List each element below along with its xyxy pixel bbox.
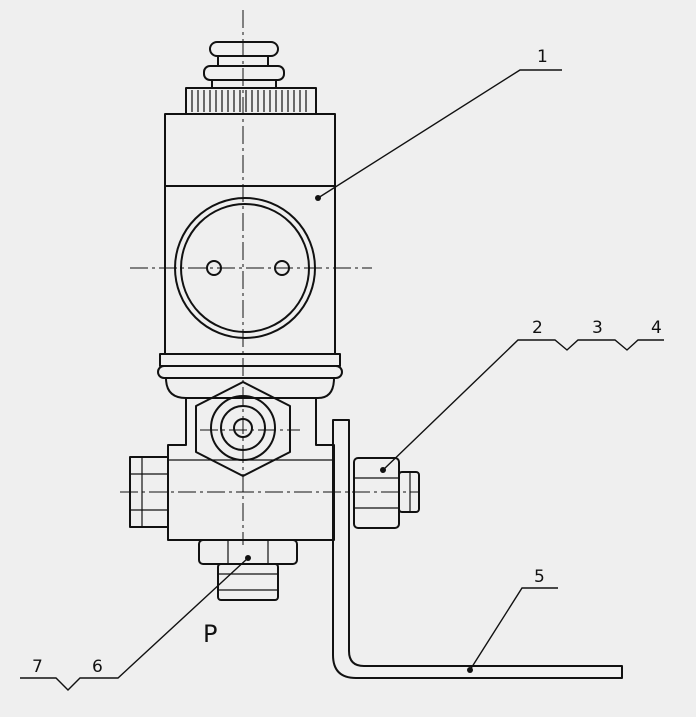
left-plug (129, 456, 169, 528)
bottom-fitting (198, 539, 298, 601)
valve-block (167, 397, 335, 541)
callout-2: 2 (532, 318, 543, 338)
body-rings (157, 353, 343, 399)
callout-6: 6 (92, 657, 103, 677)
hex-fitting (195, 381, 291, 477)
leader-lines (20, 69, 664, 691)
center-lines (120, 10, 420, 545)
port-label-p: P (203, 620, 217, 648)
callout-3: 3 (592, 318, 603, 338)
callout-5: 5 (534, 567, 545, 587)
callout-7: 7 (32, 657, 43, 677)
top-knob (203, 41, 285, 89)
bracket (332, 419, 623, 679)
knurled-nut (185, 87, 317, 115)
callout-4: 4 (651, 318, 662, 338)
side-bolt (353, 457, 420, 529)
solenoid-body (164, 113, 336, 355)
callout-1: 1 (537, 47, 548, 67)
